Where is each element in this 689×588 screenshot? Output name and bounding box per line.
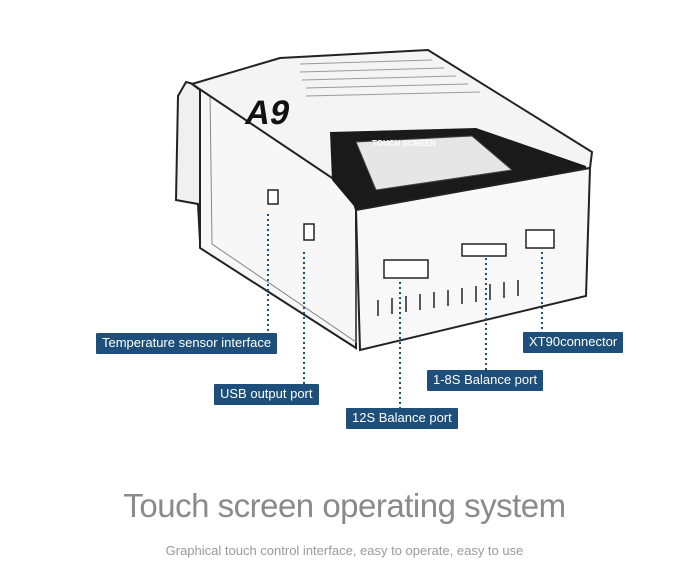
front-face — [354, 166, 592, 352]
callout-1-8s-balance: 1-8S Balance port — [427, 370, 544, 391]
port-1-8s-graphic — [461, 243, 507, 257]
port-12s-graphic — [383, 259, 429, 279]
headline: Touch screen operating system — [123, 487, 566, 524]
model-label: A9 — [242, 94, 293, 132]
callout-xt90: XT90connector — [523, 332, 624, 353]
callout-temperature-sensor: Temperature sensor interface — [96, 333, 278, 354]
callout-usb-output: USB output port — [214, 384, 319, 405]
touch-screen-label: TOUCH SCREEN — [372, 139, 436, 148]
usb-port-graphic — [303, 223, 315, 241]
callout-12s-balance: 12S Balance port — [346, 408, 458, 429]
temp-port-graphic — [267, 189, 279, 205]
subline: Graphical touch control interface, easy … — [165, 543, 524, 558]
touch-screen — [355, 135, 514, 191]
port-xt90-graphic — [525, 229, 555, 249]
